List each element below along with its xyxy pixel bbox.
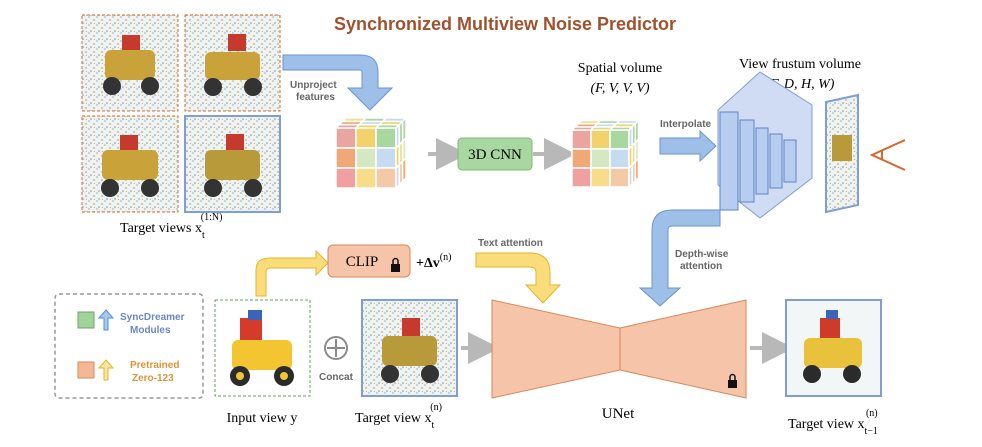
cube-cell	[355, 167, 377, 189]
depth-attention-label-1: Depth-wise	[675, 249, 729, 260]
cube-cell	[571, 167, 592, 188]
legend-syncdreamer-line2: Modules	[130, 325, 171, 336]
camera-frustum-icon	[869, 139, 906, 171]
text-attention-label: Text attention	[478, 238, 543, 249]
input-view-image	[214, 299, 311, 397]
unproject-arrow	[282, 54, 394, 111]
legend: SyncDreamer Modules Pretrained Zero-123	[54, 293, 204, 399]
cube-cell	[355, 147, 377, 169]
cube-cell	[375, 167, 397, 189]
concat-label: Concat	[319, 372, 354, 383]
cube-cell	[609, 129, 630, 150]
cube-cell	[355, 127, 377, 149]
cube-cell	[590, 129, 611, 150]
clip-input-arrow	[255, 249, 329, 297]
unproject-label-2: features	[296, 92, 335, 103]
depth-attention-arrow	[638, 209, 721, 307]
target-views-label: Target views xt(1:N)	[120, 212, 222, 241]
frustum-volume	[717, 71, 813, 219]
noisy-image-4	[184, 115, 281, 213]
noisy-image-1	[81, 14, 179, 112]
spatial-volume-cube	[570, 118, 641, 189]
cube-cell-side	[401, 156, 407, 184]
unet-block	[491, 299, 747, 399]
legend-up-arrow-yellow-icon	[97, 359, 115, 381]
legend-item-zero123: Pretrained Zero-123	[77, 359, 179, 384]
unet-label: UNet	[602, 406, 635, 422]
target-view-image	[361, 299, 458, 397]
depth-attention-label-2: attention	[680, 261, 722, 272]
input-view-label: Input view y	[227, 411, 298, 426]
cnn-block: 3D CNN	[457, 137, 533, 171]
cube-cell	[335, 147, 357, 169]
clip-block: CLIP	[327, 244, 411, 278]
cube-cell	[375, 147, 397, 169]
cube-cell	[590, 167, 611, 188]
noisy-image-3	[81, 115, 179, 213]
spatial-volume-label: Spatial volume	[578, 61, 662, 76]
feature-cube-1	[334, 116, 408, 190]
unet-lock-icon	[728, 373, 737, 388]
cube-cell	[609, 148, 630, 169]
text-attention-arrow	[475, 252, 562, 304]
clip-label: CLIP	[346, 254, 379, 270]
output-view-label: Target view xt−1(n)	[788, 408, 878, 437]
legend-syncdreamer-line1: SyncDreamer	[120, 312, 185, 323]
delta-v-label: +Δv(n)	[416, 252, 451, 271]
cube-cell-side	[634, 156, 640, 183]
target-views-grid	[81, 14, 281, 213]
cnn-label: 3D CNN	[468, 147, 522, 163]
cube-cell	[571, 148, 592, 169]
frustum-volume-label: View frustum volume	[739, 57, 861, 72]
cube-cell	[335, 167, 357, 189]
legend-item-syncdreamer: SyncDreamer Modules	[77, 309, 185, 336]
output-view-image	[785, 299, 882, 397]
interpolate-label: Interpolate	[660, 119, 712, 130]
noisy-image-2	[184, 14, 281, 112]
clip-lock-icon	[391, 257, 400, 272]
unproject-label-1: Unproject	[290, 80, 337, 91]
legend-up-arrow-blue-icon	[97, 309, 115, 331]
cube-cell	[335, 127, 357, 149]
spatial-volume-dims: (F, V, V, V)	[590, 81, 649, 96]
cube-cell	[590, 148, 611, 169]
frustum-image	[825, 93, 859, 214]
cube-cell	[571, 129, 592, 150]
cube-cell	[609, 167, 630, 188]
legend-zero123-line2: Zero-123	[132, 373, 174, 384]
interpolate-arrow	[659, 129, 717, 163]
target-view-label: Target view xt(n)	[355, 402, 442, 431]
concat-icon	[324, 336, 348, 360]
diagram-title: Synchronized Multiview Noise Predictor	[334, 14, 676, 34]
legend-zero123-line1: Pretrained	[130, 360, 179, 371]
cube-cell	[375, 127, 397, 149]
